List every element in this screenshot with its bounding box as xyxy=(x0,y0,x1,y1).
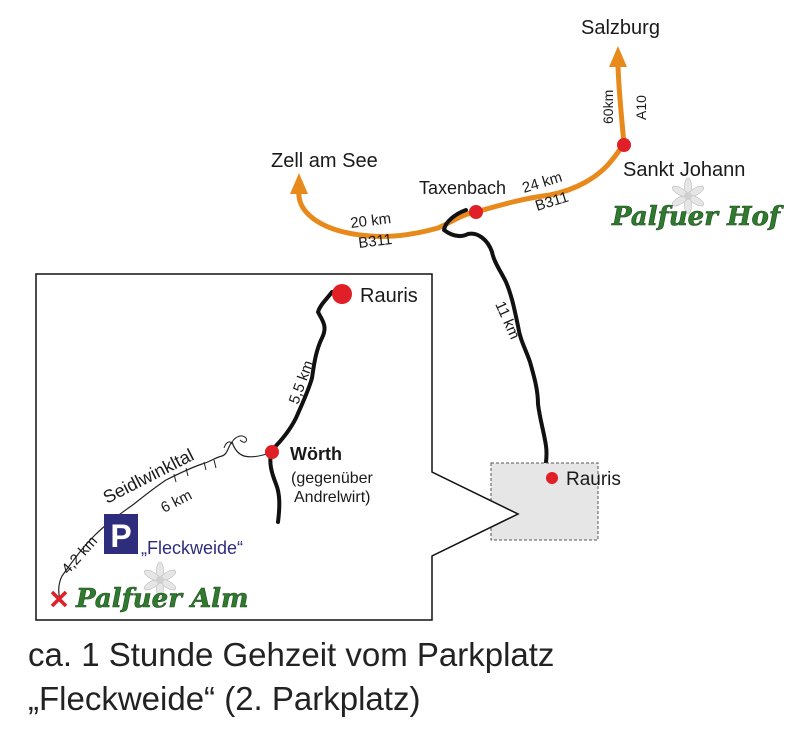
label-b311-west-km: 20 km xyxy=(349,210,392,232)
switchbacks xyxy=(173,435,247,483)
label-woerth-note-1: (gegenüber xyxy=(291,470,374,487)
caption-line-1: ca. 1 Stunde Gehzeit vom Parkplatz xyxy=(28,636,555,673)
edelweiss-alm-icon xyxy=(143,561,177,599)
road-seidlwinkltal xyxy=(58,440,273,601)
arrow-salzburg-icon xyxy=(609,46,627,67)
road-woerth xyxy=(268,290,334,524)
label-b311-west: B311 xyxy=(357,231,393,252)
logo-palfuer-hof: Palfuer Hof xyxy=(611,202,784,232)
edelweiss-hof-icon xyxy=(671,177,705,215)
destination-x-icon xyxy=(50,590,68,608)
town-dot-taxenbach xyxy=(469,205,483,219)
label-a10: A10 xyxy=(633,95,649,120)
label-zell-am-see: Zell am See xyxy=(271,150,378,172)
town-dot-rauris xyxy=(546,472,558,484)
arrow-zell-am-see-icon xyxy=(290,173,308,194)
label-woerth-note-2: Andrelwirt) xyxy=(294,489,370,506)
town-dot-sankt-johann xyxy=(617,138,631,152)
parking-symbol: P xyxy=(110,518,131,554)
road-rauris xyxy=(442,208,549,480)
label-sankt-johann: Sankt Johann xyxy=(623,159,745,181)
label-taxenbach: Taxenbach xyxy=(419,178,506,198)
town-dot-rauris-inset xyxy=(332,284,352,304)
town-dot-woerth xyxy=(265,445,279,459)
parking-sign xyxy=(104,514,138,554)
label-a10-km: 60km xyxy=(600,90,616,124)
label-rauris-inset: Rauris xyxy=(360,285,418,307)
road-a10 xyxy=(615,63,627,148)
label-salzburg: Salzburg xyxy=(581,17,660,39)
label-rauris: Rauris xyxy=(566,469,621,490)
inset-highlight xyxy=(490,462,599,541)
label-fleckweide: „Fleckweide“ xyxy=(141,538,243,558)
label-woerth: Wörth xyxy=(290,444,342,464)
caption-line-2: „Fleckweide“ (2. Parkplatz) xyxy=(28,680,421,717)
logo-palfuer-alm: Palfuer Alm xyxy=(75,584,249,614)
